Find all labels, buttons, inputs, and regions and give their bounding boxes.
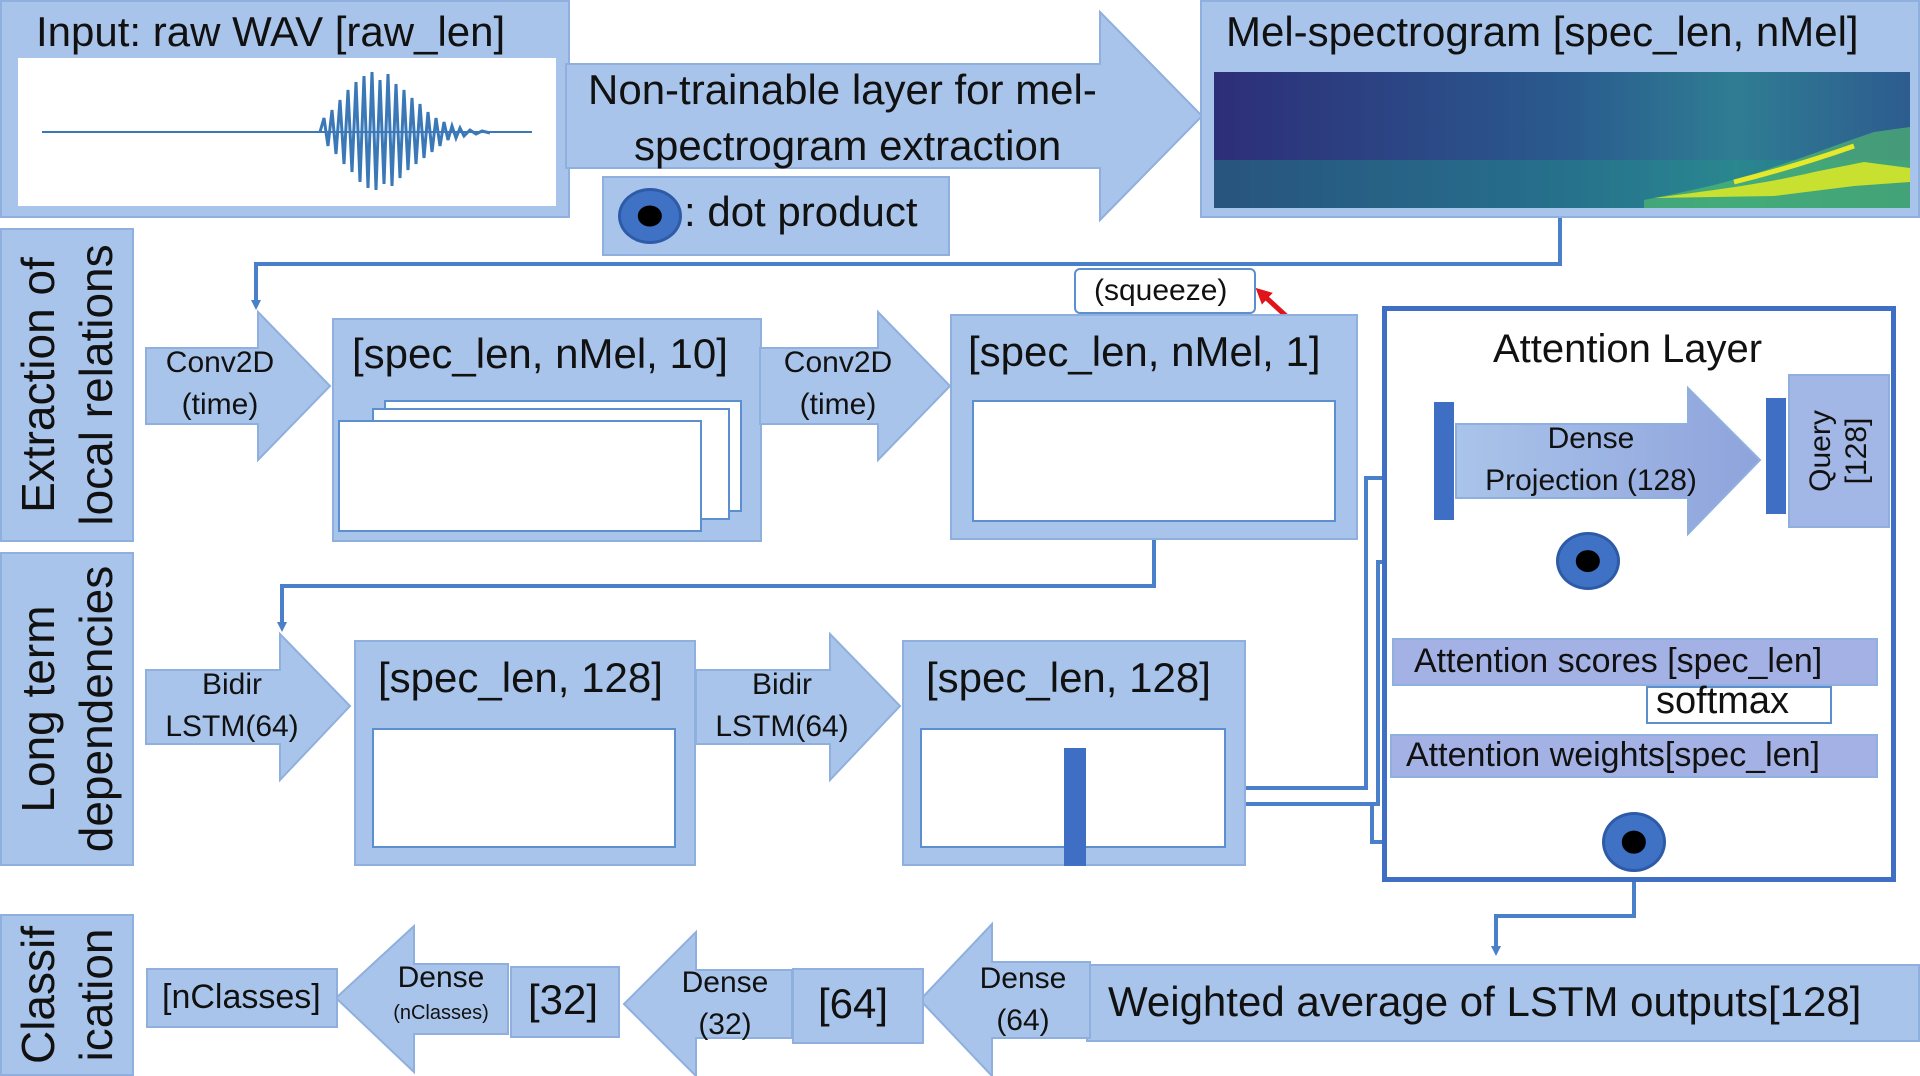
query-label: Query [128] [1803,410,1875,492]
attention-scores-label: Attention scores [spec_len] [1414,642,1823,680]
attention-input-bar [1434,402,1454,520]
output-32-box: [32] [510,966,620,1038]
softmax-box: softmax [1646,680,1832,724]
sequence-box-2: [spec_len, 128] [902,640,1246,866]
dense32-label: Dense (32) [666,962,784,1046]
dense64-arrow [918,921,1091,1076]
attention-scores-box: Attention scores [spec_len] [1392,638,1878,686]
query-box: Query [128] [1788,374,1890,528]
lstm-1-line2: LSTM(64) [165,710,299,743]
dot-product-icon [618,188,682,244]
dot-product-node-2 [1602,812,1666,872]
softmax-label: softmax [1656,680,1790,722]
dot-product-label: : dot product [684,188,918,235]
lstm-2-label: Bidir LSTM(64) [702,664,862,748]
mel-extraction-arrow [565,9,1204,223]
dense-projection-label: Dense Projection (128) [1456,418,1726,502]
conv2d-1-line1: Conv2D [165,346,275,379]
output-32-label: [32] [528,976,599,1023]
mel-extraction-line1: Non-trainable layer for mel- [588,66,1097,113]
dense64-line2: (64) [996,1004,1050,1037]
tensor-box-1-title: [spec_len, nMel, 1] [968,328,1321,375]
tensor-box-10: [spec_len, nMel, 10] [332,318,762,542]
output-nclasses-label: [nClasses] [162,978,321,1016]
dense-projection-arrow [1455,385,1762,537]
mel-spectrogram-title: Mel-spectrogram [spec_len, nMel] [1226,8,1859,55]
dense32-line2: (32) [698,1008,752,1041]
lstm-output-bar [1064,748,1086,866]
squeeze-label: (squeeze) [1094,274,1228,307]
conv2d-arrow-2 [759,309,952,463]
output-64-box: [64] [792,968,924,1044]
feature-map-1 [338,420,702,532]
attention-layer-title: Attention Layer [1493,327,1763,371]
lstm-2-line1: Bidir [751,668,812,701]
output-nclasses-box: [nClasses] [146,968,338,1028]
input-wav-title: Input: raw WAV [raw_len] [36,8,506,55]
weighted-average-label: Weighted average of LSTM outputs[128] [1108,978,1862,1025]
lstm-arrow-1 [145,631,352,783]
sequence-box-1-title: [spec_len, 128] [378,654,663,701]
projection-output-bar [1766,398,1786,514]
sequence-box-1: [spec_len, 128] [354,640,696,866]
attention-weights-box: Attention weights[spec_len] [1390,734,1878,778]
output-64-label: [64] [818,980,889,1027]
weighted-average-box: Weighted average of LSTM outputs[128] [1086,964,1920,1042]
waveform-panel [18,58,556,206]
dot-product-node-1 [1556,532,1620,590]
lstm-2-line2: LSTM(64) [715,710,849,743]
conv2d-2-line1: Conv2D [783,346,893,379]
tensor-box-10-title: [spec_len, nMel, 10] [352,330,728,377]
conv2d-2-label: Conv2D (time) [764,342,912,426]
sequence-map-1 [372,728,676,848]
attention-weights-label: Attention weights[spec_len] [1406,736,1820,774]
lstm-1-label: Bidir LSTM(64) [152,664,312,748]
dense64-label: Dense (64) [970,958,1076,1042]
query-line2: [128] [1840,417,1873,485]
dot-product-legend: : dot product [602,176,950,256]
mel-extraction-line2: spectrogram extraction [634,122,1062,169]
conv2d-2-line2: (time) [799,388,877,421]
feature-map-squeezed [972,400,1336,522]
densec-line2: (nClasses) [393,1002,489,1024]
sequence-box-2-title: [spec_len, 128] [926,654,1211,701]
dense32-line1: Dense [681,966,769,999]
dense-projection-line2: Projection (128) [1485,464,1697,497]
dense64-line1: Dense [979,962,1067,995]
tensor-box-1: [spec_len, nMel, 1] [950,314,1358,540]
lstm-arrow-2 [695,631,902,783]
mel-spectrogram-box: Mel-spectrogram [spec_len, nMel] [1200,0,1920,218]
densec-label: Dense (nClasses) [386,962,496,1029]
densec-line1: Dense [397,961,485,994]
lstm-1-line1: Bidir [201,668,262,701]
input-wav-box: Input: raw WAV [raw_len] [0,0,570,218]
spectrogram-image [1214,72,1910,208]
densec-arrow [334,923,509,1075]
conv2d-arrow-1 [145,309,332,463]
conv2d-1-line2: (time) [181,388,259,421]
dense-projection-line1: Dense [1547,422,1635,455]
squeeze-label-box: (squeeze) [1074,268,1256,314]
dense32-arrow [622,929,793,1076]
conv2d-1-label: Conv2D (time) [146,342,294,426]
waveform-image [42,71,532,191]
query-line1: Query [1804,410,1837,492]
